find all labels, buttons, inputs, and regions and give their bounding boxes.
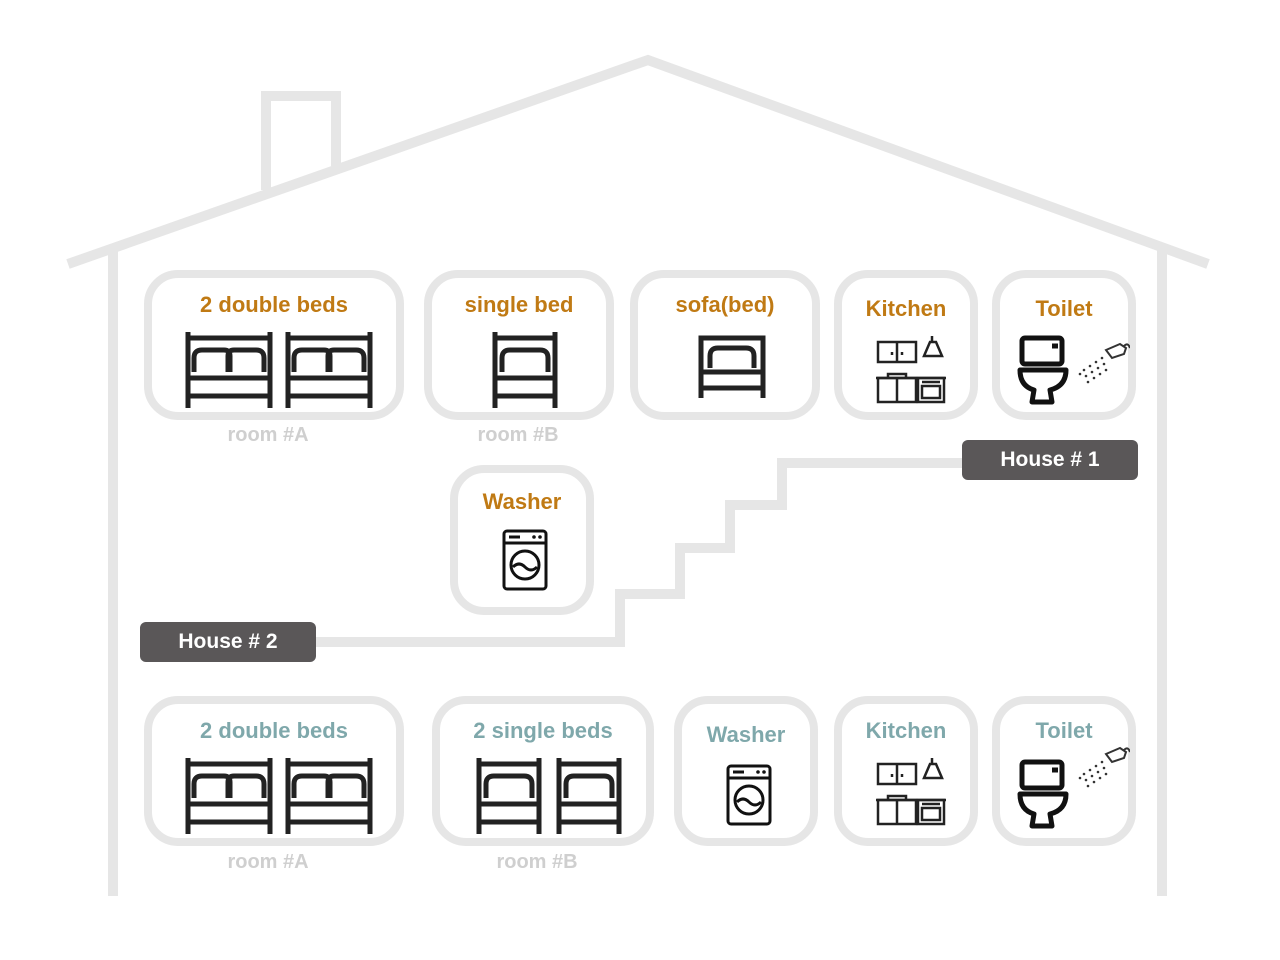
card-label: sofa(bed): [675, 292, 775, 317]
card-label: Toilet: [1035, 718, 1093, 743]
toilet-icon: [1017, 759, 1069, 829]
washing-machine-icon: [502, 529, 548, 591]
room-label-a-h1: room #A: [227, 424, 309, 446]
single-bed-icon: [476, 758, 622, 834]
kitchen-icon: [876, 336, 946, 404]
card-toilet-h1: Toilet: [992, 270, 1136, 420]
card-kitchen-h1: Kitchen: [834, 270, 978, 420]
double-bed-icon: [185, 758, 373, 834]
chimney: [261, 91, 341, 190]
card-label: Kitchen: [865, 718, 947, 743]
washing-machine-icon: [726, 764, 772, 826]
card-label: Toilet: [1035, 296, 1093, 321]
double-bed-icon: [185, 332, 373, 408]
card-label: Washer: [706, 722, 786, 747]
card-label: 2 double beds: [200, 718, 348, 743]
single-bed-icon: [492, 332, 558, 408]
card-washer-h2: Washer: [674, 696, 818, 846]
card-washer-h1: Washer: [450, 465, 594, 615]
toilet-icon: [1017, 335, 1069, 405]
shower-head-icon: [1078, 342, 1130, 384]
room-label-b-h2: room #B: [496, 851, 578, 873]
card-label: 2 double beds: [200, 292, 348, 317]
card-double-beds-h2: 2 double beds: [144, 696, 404, 846]
roof-line: [66, 54, 1210, 269]
card-single-bed-h1: single bed: [424, 270, 614, 420]
room-label-b-h1: room #B: [477, 424, 559, 446]
card-double-beds-h1: 2 double beds: [144, 270, 404, 420]
card-label: 2 single beds: [473, 718, 613, 743]
card-kitchen-h2: Kitchen: [834, 696, 978, 846]
card-sofa-bed-h1: sofa(bed): [630, 270, 820, 420]
staircase-line: [312, 458, 965, 647]
card-single-beds-h2: 2 single beds: [432, 696, 654, 846]
shower-head-icon: [1078, 746, 1130, 788]
card-toilet-h2: Toilet: [992, 696, 1136, 846]
house-badge-2: House # 2: [140, 622, 316, 662]
card-label: Washer: [482, 489, 562, 514]
card-label: Kitchen: [865, 296, 947, 321]
room-label-a-h2: room #A: [227, 851, 309, 873]
sofa-bed-icon: [698, 335, 766, 398]
card-label: single bed: [464, 292, 574, 317]
kitchen-icon: [876, 758, 946, 826]
house-badge-1: House # 1: [962, 440, 1138, 480]
